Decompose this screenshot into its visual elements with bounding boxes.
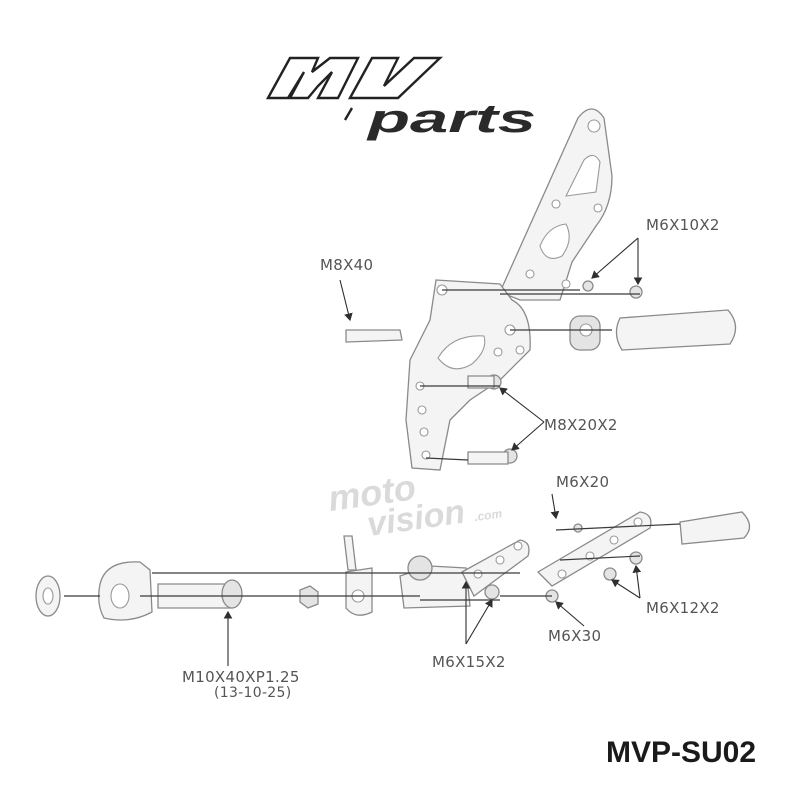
mv-parts-logo: parts [265, 56, 536, 141]
upper-axis-lines [420, 289, 640, 461]
label-m6x12x2: M6X12X2 [646, 599, 720, 617]
part-labels: M8X40 M6X10X2 M8X20X2 M6X20 M6X12X2 M6X3… [182, 216, 720, 701]
watermark-suffix: .com [473, 506, 503, 524]
upper-hardware [345, 280, 737, 465]
heel-guard-bracket [499, 108, 613, 301]
label-m6x20: M6X20 [556, 473, 609, 491]
label-m6x10x2: M6X10X2 [646, 216, 720, 234]
label-m6x30: M6X30 [548, 627, 601, 645]
label-m8x40: M8X40 [320, 256, 373, 274]
label-m10x40: M10X40XP1.25 [182, 668, 300, 686]
product-code: MVP-SU02 [606, 736, 756, 769]
leader-arrows [223, 237, 643, 666]
logo-parts-text: parts [366, 97, 536, 141]
label-m8x20x2: M8X20X2 [544, 416, 618, 434]
rearset-main-plate [405, 279, 531, 471]
label-m6x15x2: M6X15X2 [432, 653, 506, 671]
lower-parts [35, 511, 751, 621]
watermark: moto vision .com [325, 466, 503, 544]
label-m10x40-sub: (13-10-25) [214, 685, 291, 701]
